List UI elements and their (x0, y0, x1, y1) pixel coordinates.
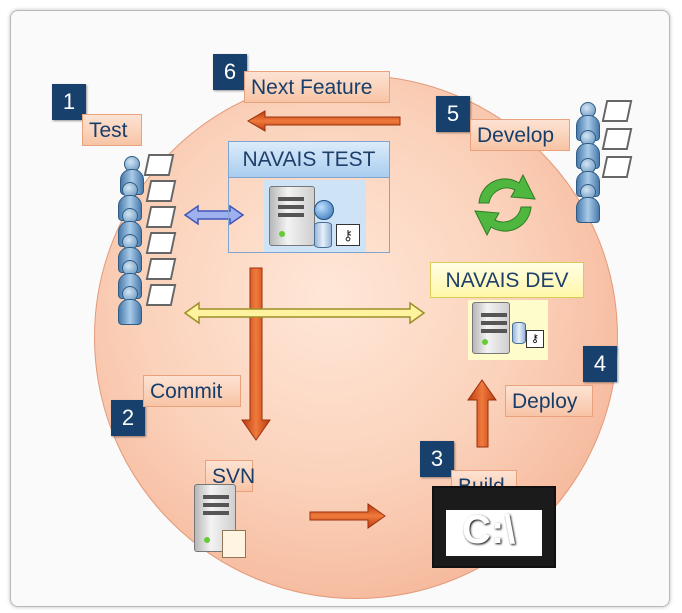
navais-test-title: NAVAIS TEST (229, 142, 389, 178)
step-2-label: Commit (143, 375, 241, 407)
navais-test-box: NAVAIS TEST ⚷ (228, 141, 390, 253)
step-6-label: Next Feature (244, 71, 390, 103)
step-5-badge: 5 (436, 96, 470, 132)
database-icon (512, 322, 526, 344)
svn-to-build-arrow (309, 503, 386, 529)
key-icon: ⚷ (336, 224, 360, 246)
navais-dev-title: NAVAIS DEV (430, 262, 584, 298)
console-text: C:\ (462, 508, 516, 552)
navais-dev-box: NAVAIS DEV ⚷ (430, 262, 584, 362)
testers-people-group-icon (108, 150, 188, 340)
step-1-label: Test (82, 114, 142, 146)
console-icon: C:\ (432, 486, 556, 568)
next-feature-arrow (247, 110, 401, 132)
commit-arrow (241, 267, 271, 441)
console-screen (446, 510, 542, 556)
developers-people-group-icon (566, 94, 638, 223)
globe-icon (314, 200, 334, 220)
step-4-label: Deploy (505, 385, 593, 417)
step-1-badge: 1 (52, 84, 86, 120)
step-3-badge: 3 (420, 441, 454, 477)
server-icon (472, 302, 510, 354)
step-2-badge: 2 (111, 400, 145, 436)
navais-dev-icon-area: ⚷ (468, 300, 548, 360)
step-6-badge: 6 (213, 54, 247, 90)
step-5-label: Develop (470, 119, 570, 151)
test-link-arrow (183, 204, 245, 226)
deploy-arrow (467, 379, 497, 448)
step-4-badge: 4 (583, 346, 617, 382)
navais-test-icon-area: ⚷ (264, 180, 366, 252)
server-icon (269, 186, 315, 246)
refresh-icon (474, 173, 536, 237)
document-icon (222, 530, 246, 558)
database-icon (314, 222, 332, 248)
svn-label: SVN (205, 460, 255, 492)
dev-link-arrow (183, 301, 426, 325)
key-icon: ⚷ (526, 330, 544, 348)
